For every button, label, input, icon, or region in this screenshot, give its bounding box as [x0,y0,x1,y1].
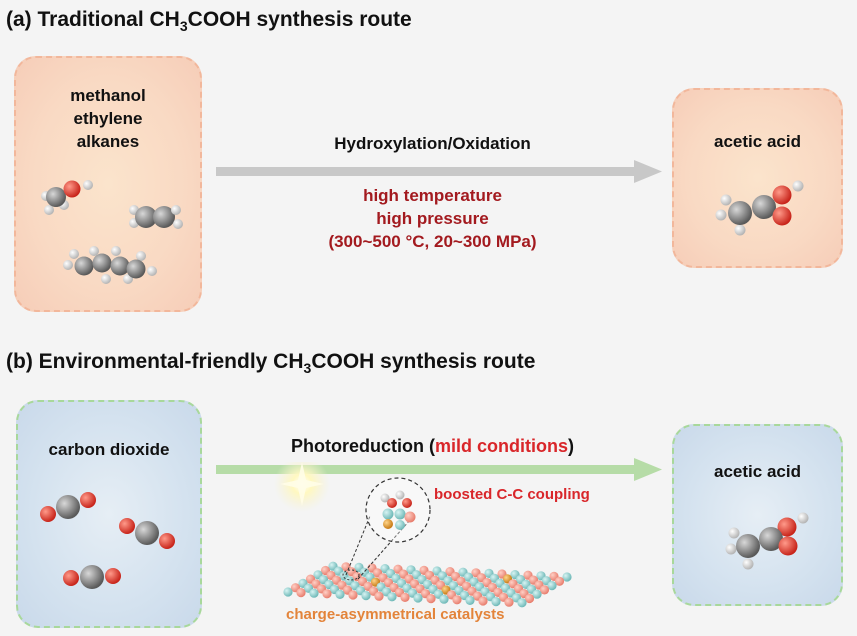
reaction-conditions: high temperature high pressure (300~500 … [230,184,635,253]
mild-conditions-highlight: mild conditions [434,436,568,456]
product-box-green: acetic acid [672,424,843,606]
feedstock-box-traditional: methanol ethylene alkanes [14,56,202,312]
zoom-circle [342,477,431,581]
co2-molecule [63,565,121,589]
feedstock-list: methanol ethylene alkanes [16,84,200,153]
arrow-label-traditional: Hydroxylation/Oxidation [334,134,531,153]
feedstock-co2-label: carbon dioxide [48,440,170,459]
catalyst-surface [283,561,572,608]
section-a-heading: (a) Traditional CH3COOH synthesis route [6,8,412,35]
acetic-acid-molecule-traditional [715,180,804,236]
condition-pressure: high pressure [376,209,489,228]
feedstock-ethylene: ethylene [73,109,143,128]
reaction-arrow-traditional [216,160,662,183]
methanol-molecule [41,180,93,215]
acetic-acid-molecule-green [725,512,809,570]
reaction-arrow-green [216,458,662,481]
feedstock-box-green: carbon dioxide [16,400,202,628]
coupling-label: boosted C-C coupling [434,486,590,503]
co2-molecules [40,492,175,589]
arrow-label-photoreduction: Photoreduction (mild conditions) [291,436,574,456]
section-b-heading: (b) Environmental-friendly CH3COOH synth… [6,350,536,377]
sunlight-icon [274,462,330,512]
co2-molecule [40,492,96,522]
product-label-green: acetic acid [714,462,801,481]
catalyst-label: charge-asymmetrical catalysts [286,606,505,623]
product-box-traditional: acetic acid [672,88,843,268]
co2-molecule [119,518,175,549]
product-label-traditional: acetic acid [714,132,801,151]
condition-temperature: high temperature [363,186,502,205]
ethylene-molecule [129,205,183,229]
feedstock-methanol: methanol [70,86,146,105]
alkane-molecule [63,246,157,284]
condition-values: (300~500 °C, 20~300 MPa) [328,232,537,251]
catalyst-illustration [274,462,572,608]
feedstock-alkanes: alkanes [76,132,140,151]
feedstock-molecules-traditional [41,180,183,284]
